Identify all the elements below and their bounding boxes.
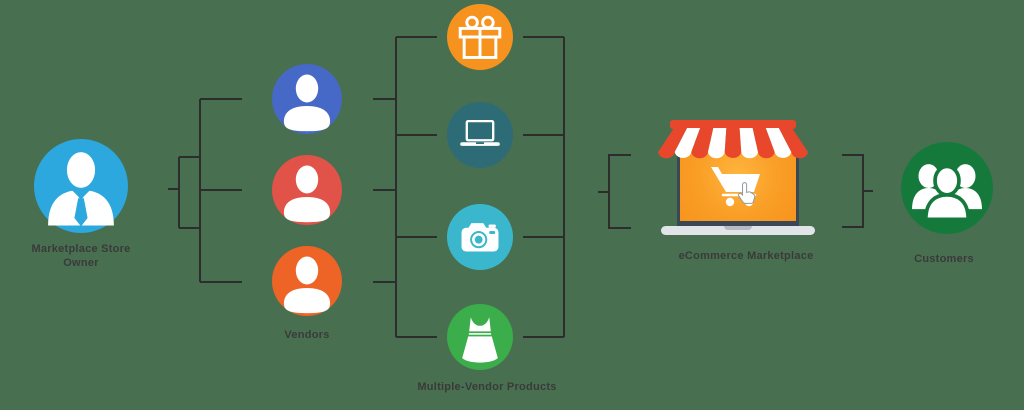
product-node-laptop xyxy=(447,102,513,168)
connector-products-to-marketplace xyxy=(523,36,631,338)
laptop-icon xyxy=(460,119,500,146)
connector-vendors-to-products xyxy=(373,36,437,338)
store-owner-node xyxy=(34,139,128,233)
person-icon xyxy=(283,256,331,314)
vendors-label: Vendors xyxy=(284,329,330,341)
laptop-base-notch xyxy=(724,226,752,230)
businessman-icon xyxy=(48,152,114,227)
person-icon xyxy=(283,74,331,132)
customers-node xyxy=(901,142,993,234)
connector-owner-to-vendors xyxy=(168,98,242,283)
product-node-dress xyxy=(447,304,513,370)
products-label: Multiple-Vendor Products xyxy=(417,381,557,393)
marketplace-label: eCommerce Marketplace xyxy=(678,250,814,262)
dress-icon xyxy=(462,317,498,363)
people-group-icon xyxy=(912,164,982,222)
vendor-node-2 xyxy=(272,155,342,225)
hand-cursor-icon xyxy=(738,182,756,204)
person-icon xyxy=(283,165,331,223)
product-node-gift xyxy=(447,4,513,70)
customers-label: Customers xyxy=(914,253,974,265)
vendor-node-1 xyxy=(272,64,342,134)
vendor-node-3 xyxy=(272,246,342,316)
store-owner-label: Marketplace Store Owner xyxy=(31,243,131,269)
connector-marketplace-to-customers xyxy=(842,154,873,228)
gift-icon xyxy=(458,15,502,59)
camera-icon xyxy=(461,223,499,252)
awning-icon xyxy=(658,120,808,159)
laptop-base xyxy=(661,226,815,235)
product-node-camera xyxy=(447,204,513,270)
marketplace-node xyxy=(655,112,821,257)
